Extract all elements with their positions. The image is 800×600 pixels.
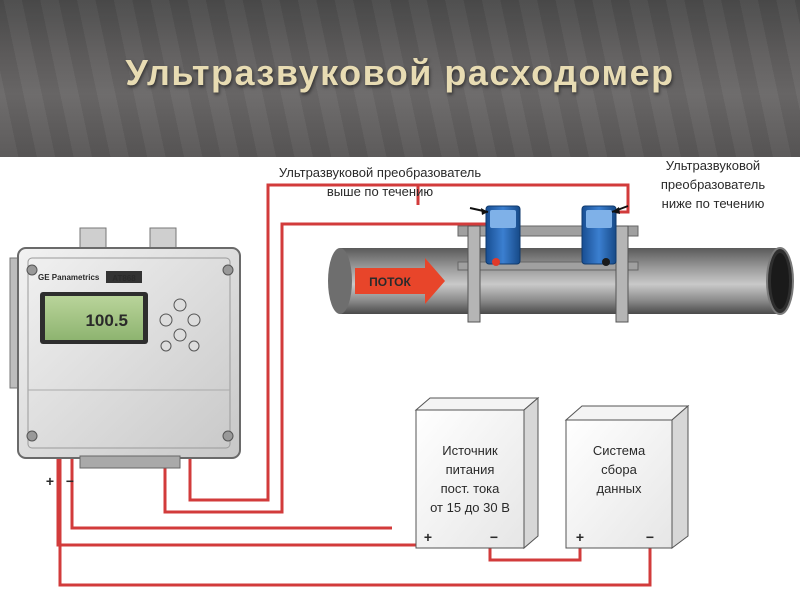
downstream-label-line2: преобразователь	[661, 177, 765, 192]
power-box-line1: Источник	[442, 443, 498, 458]
flow-meter-transmitter: GE Panametrics AT868 100.5 + −	[9, 227, 241, 489]
wire-power-minus	[70, 455, 392, 530]
wire-upstream	[188, 183, 420, 502]
meter-terminal-minus: −	[66, 473, 74, 489]
key-escape-button[interactable]	[160, 340, 172, 352]
key-enter-button[interactable]	[188, 340, 200, 352]
wire-data	[58, 455, 652, 587]
key-down-button[interactable]	[173, 328, 187, 342]
meter-terminal-plus: +	[46, 473, 54, 489]
transducer-assembly	[457, 205, 639, 323]
downstream-label-line1: Ультразвуковой	[666, 158, 760, 173]
power-box-minus: −	[490, 529, 498, 545]
power-box-line2: питания	[446, 462, 495, 477]
meter-brand: GE Panametrics	[38, 273, 100, 282]
title-banner: Ультразвуковой расходомер	[0, 0, 800, 157]
power-box-line4: от 15 до 30 В	[430, 500, 510, 515]
wire-power-minus-2	[488, 538, 582, 562]
data-box-line2: сбора	[601, 462, 637, 477]
downstream-label-line3: ниже по течению	[662, 196, 765, 211]
power-supply-box: Источник питания пост. тока от 15 до 30 …	[414, 396, 540, 550]
data-system-box: Система сбора данных + −	[564, 404, 690, 549]
data-box-line3: данных	[596, 481, 642, 496]
data-box-line1: Система	[593, 443, 646, 458]
downstream-transducer	[581, 205, 617, 266]
key-up-button[interactable]	[173, 298, 187, 312]
power-box-line3: пост. тока	[441, 481, 501, 496]
key-left-button[interactable]	[159, 313, 173, 327]
data-box-minus: −	[646, 529, 654, 545]
flow-arrow: ПОТОК	[355, 258, 445, 304]
meter-model: AT868	[112, 274, 136, 283]
upstream-label-line2: выше по течению	[327, 184, 433, 199]
meter-display-value: 100.5	[85, 311, 128, 330]
data-box-plus: +	[576, 529, 584, 545]
flow-label: ПОТОК	[369, 275, 411, 289]
meter-display	[45, 296, 143, 340]
power-box-plus: +	[424, 529, 432, 545]
upstream-label-line1: Ультразвуковой преобразователь	[279, 165, 481, 180]
key-right-button[interactable]	[187, 313, 201, 327]
slide-title: Ультразвуковой расходомер	[125, 52, 675, 93]
meter-keypad	[159, 298, 201, 352]
upstream-transducer	[485, 205, 521, 266]
